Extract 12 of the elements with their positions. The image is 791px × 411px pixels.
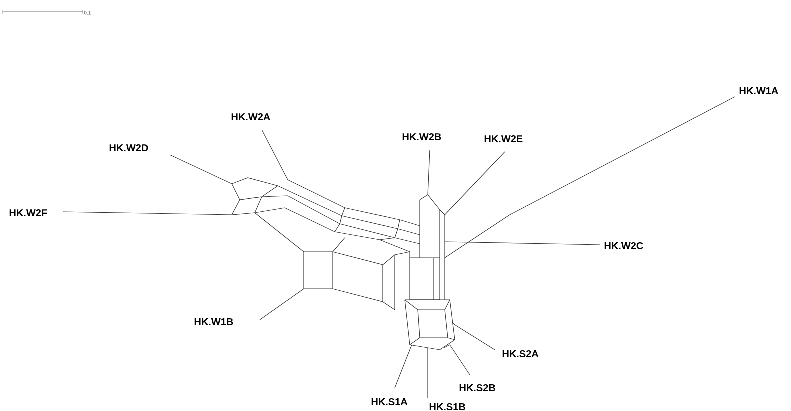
taxon-label: HK.W2C	[604, 242, 644, 250]
taxon-label: HK.S2B	[460, 384, 496, 392]
taxon-label: HK.W2D	[110, 144, 148, 152]
taxon-label: HK.S2A	[502, 350, 539, 358]
taxon-label: HK.W2B	[402, 134, 442, 140]
taxon-label: HK.S1B	[430, 403, 466, 411]
taxon-label: HK.W1B	[194, 318, 234, 326]
taxon-label: HK.W2F	[10, 210, 48, 216]
taxon-label: HK.W2A	[232, 114, 270, 120]
taxon-label: HK.W1A	[740, 88, 778, 94]
taxon-label: HK.W2E	[484, 136, 523, 142]
taxon-label: HK.S1A	[372, 398, 408, 406]
